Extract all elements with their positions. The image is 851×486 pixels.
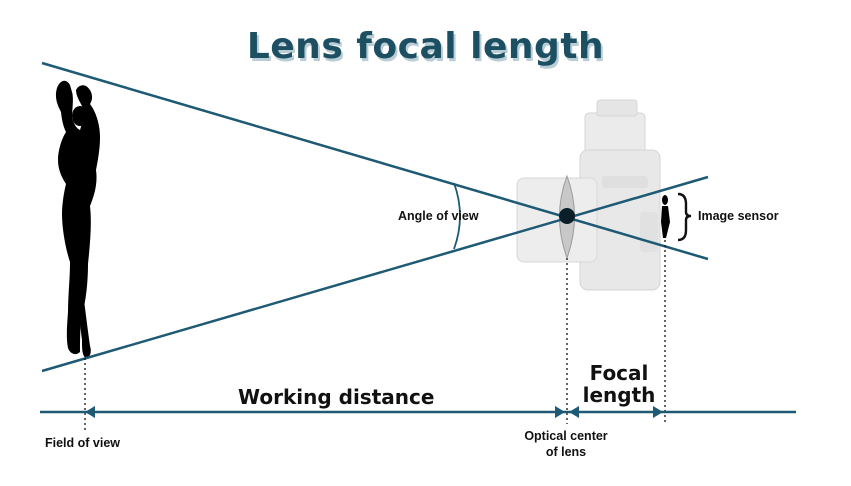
field-of-view-label: Field of view [45,436,121,450]
image-sensor-label: Image sensor [698,209,779,223]
ray-upper [41,61,709,261]
sensor-image-icon [661,195,670,238]
angle-of-view-label: Angle of view [398,209,479,223]
dancer-silhouette-icon [55,80,100,358]
focal-length-label: Focal length [582,361,656,407]
angle-of-view-arc [453,182,461,250]
dimension-arrows [85,406,663,418]
focal-length-arrow-left [569,406,579,418]
focal-length-arrow-right [653,406,663,418]
ray-lower [41,175,709,373]
camera-body-icon [516,99,661,291]
working-distance-arrow-left [85,406,95,418]
optical-center-label: Optical center of lens [524,429,608,459]
diagram-title: Lens focal length [246,26,605,67]
working-distance-arrow-right [555,406,565,418]
working-distance-label: Working distance [238,385,435,409]
optical-center-dot [559,208,575,224]
brace-icon [677,192,692,242]
